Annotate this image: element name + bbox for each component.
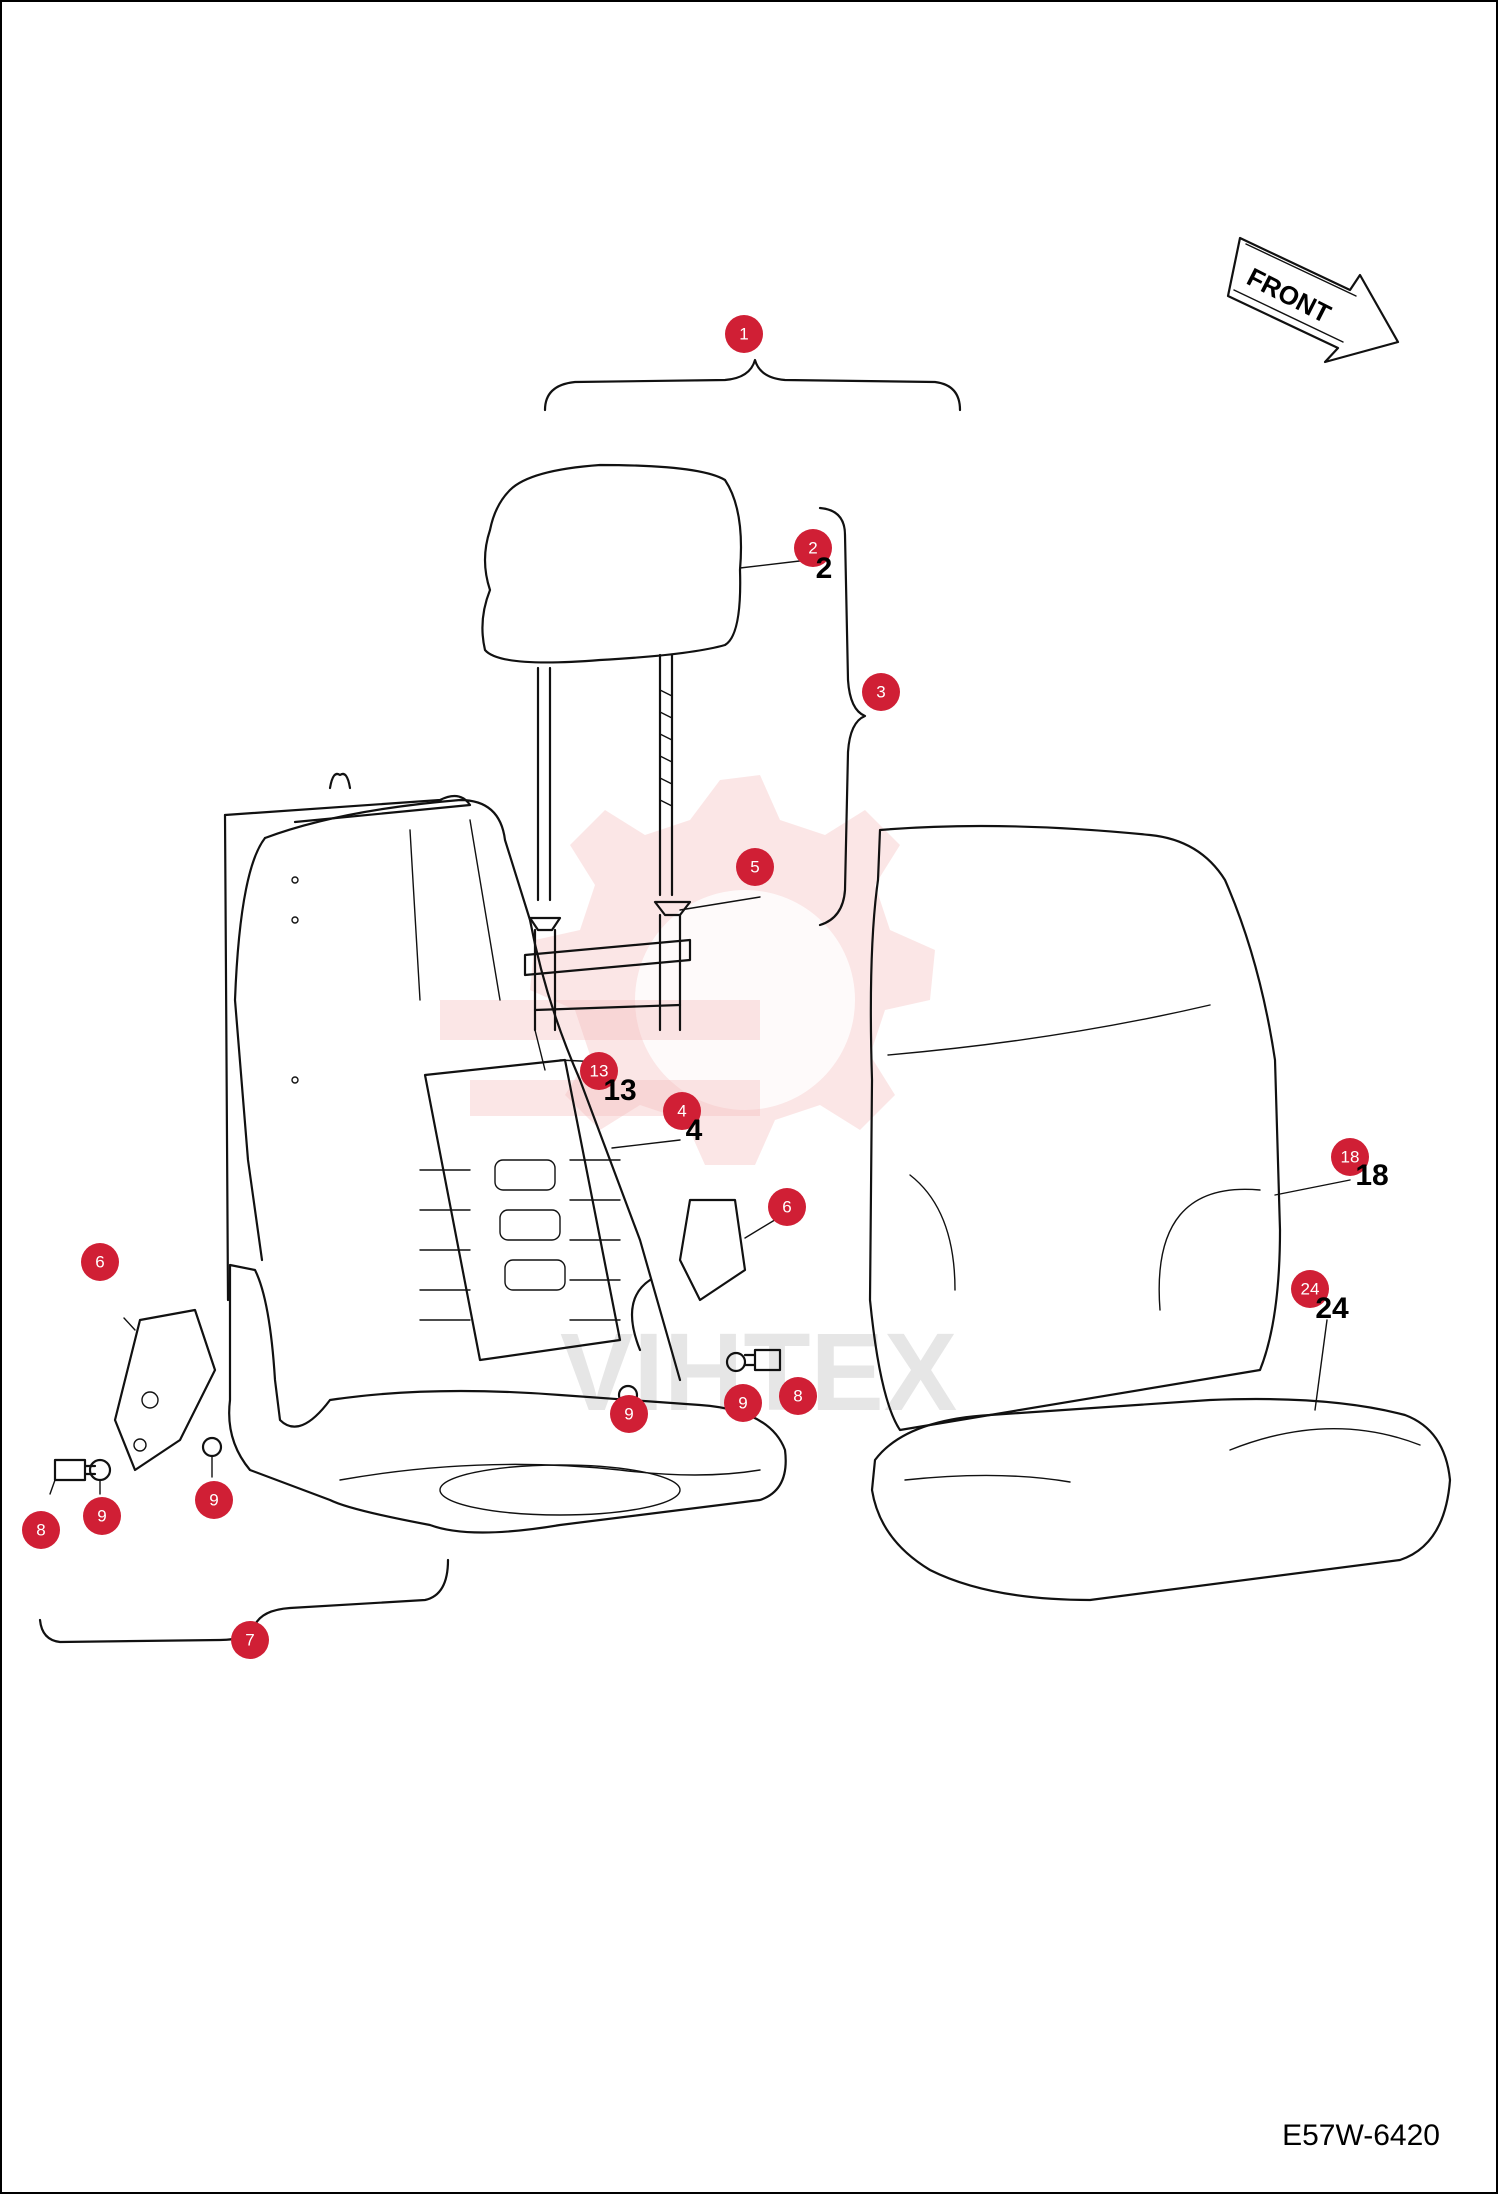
part-number: 4 — [686, 1114, 703, 1147]
svg-text:8: 8 — [793, 1387, 802, 1406]
seat-bottom-cushion — [870, 1397, 1452, 1602]
seat-cushion-cover — [868, 824, 1282, 1432]
front-arrow-icon — [1226, 236, 1400, 364]
callout: 9 — [610, 1395, 648, 1433]
callout: 8 — [779, 1377, 817, 1415]
seat-belt-buckle — [630, 1198, 747, 1352]
side-bracket-left — [113, 1308, 217, 1472]
svg-text:6: 6 — [782, 1198, 791, 1217]
svg-text:9: 9 — [624, 1405, 633, 1424]
callout: 7 — [231, 1621, 269, 1659]
svg-text:6: 6 — [95, 1253, 104, 1272]
seat-back-frame — [223, 772, 682, 1382]
part-number: 13 — [603, 1074, 636, 1107]
front-label: FRONT — [1242, 262, 1336, 329]
seat-pan-frame — [228, 1263, 787, 1534]
callout: 3 — [862, 673, 900, 711]
drawing-code: E57W-6420 — [1282, 2119, 1440, 2152]
callout: 18 — [1331, 1138, 1369, 1176]
part-number: 24 — [1315, 1292, 1349, 1325]
svg-text:9: 9 — [738, 1394, 747, 1413]
svg-text:2: 2 — [808, 539, 817, 558]
svg-text:9: 9 — [97, 1507, 106, 1526]
washer-left — [88, 1458, 112, 1482]
svg-text:18: 18 — [1341, 1148, 1360, 1167]
assembly-brace-top — [543, 358, 962, 412]
svg-text:24: 24 — [1301, 1280, 1320, 1299]
part-number: 2 — [816, 552, 833, 585]
lumbar-support-plate — [419, 1058, 622, 1362]
callout: 5 — [736, 848, 774, 886]
callout: 8 — [22, 1511, 60, 1549]
part-number: 18 — [1355, 1159, 1388, 1192]
headrest-guide-bracket — [523, 900, 692, 1032]
headrest — [481, 463, 743, 902]
callout: 4 — [663, 1092, 701, 1130]
svg-text:4: 4 — [677, 1102, 686, 1121]
callout: 6 — [768, 1188, 806, 1226]
callout: 1 — [725, 315, 763, 353]
svg-text:13: 13 — [590, 1062, 609, 1081]
svg-text:5: 5 — [750, 858, 759, 877]
callout: 2 — [794, 529, 832, 567]
svg-text:8: 8 — [36, 1521, 45, 1540]
assembly-brace-headrest — [818, 506, 867, 927]
watermark-gear-icon — [440, 775, 935, 1165]
callout: 6 — [81, 1243, 119, 1281]
svg-text:7: 7 — [245, 1631, 254, 1650]
callout: 24 — [1291, 1270, 1329, 1308]
svg-text:9: 9 — [209, 1491, 218, 1510]
callout: 9 — [83, 1497, 121, 1535]
callout: 9 — [195, 1481, 233, 1519]
svg-text:3: 3 — [876, 683, 885, 702]
washer-right — [725, 1351, 747, 1373]
svg-text:1: 1 — [739, 325, 748, 344]
callout: 13 — [580, 1052, 618, 1090]
callout: 9 — [724, 1384, 762, 1422]
washer-left-frame — [201, 1436, 223, 1458]
bolt-right — [743, 1348, 782, 1372]
